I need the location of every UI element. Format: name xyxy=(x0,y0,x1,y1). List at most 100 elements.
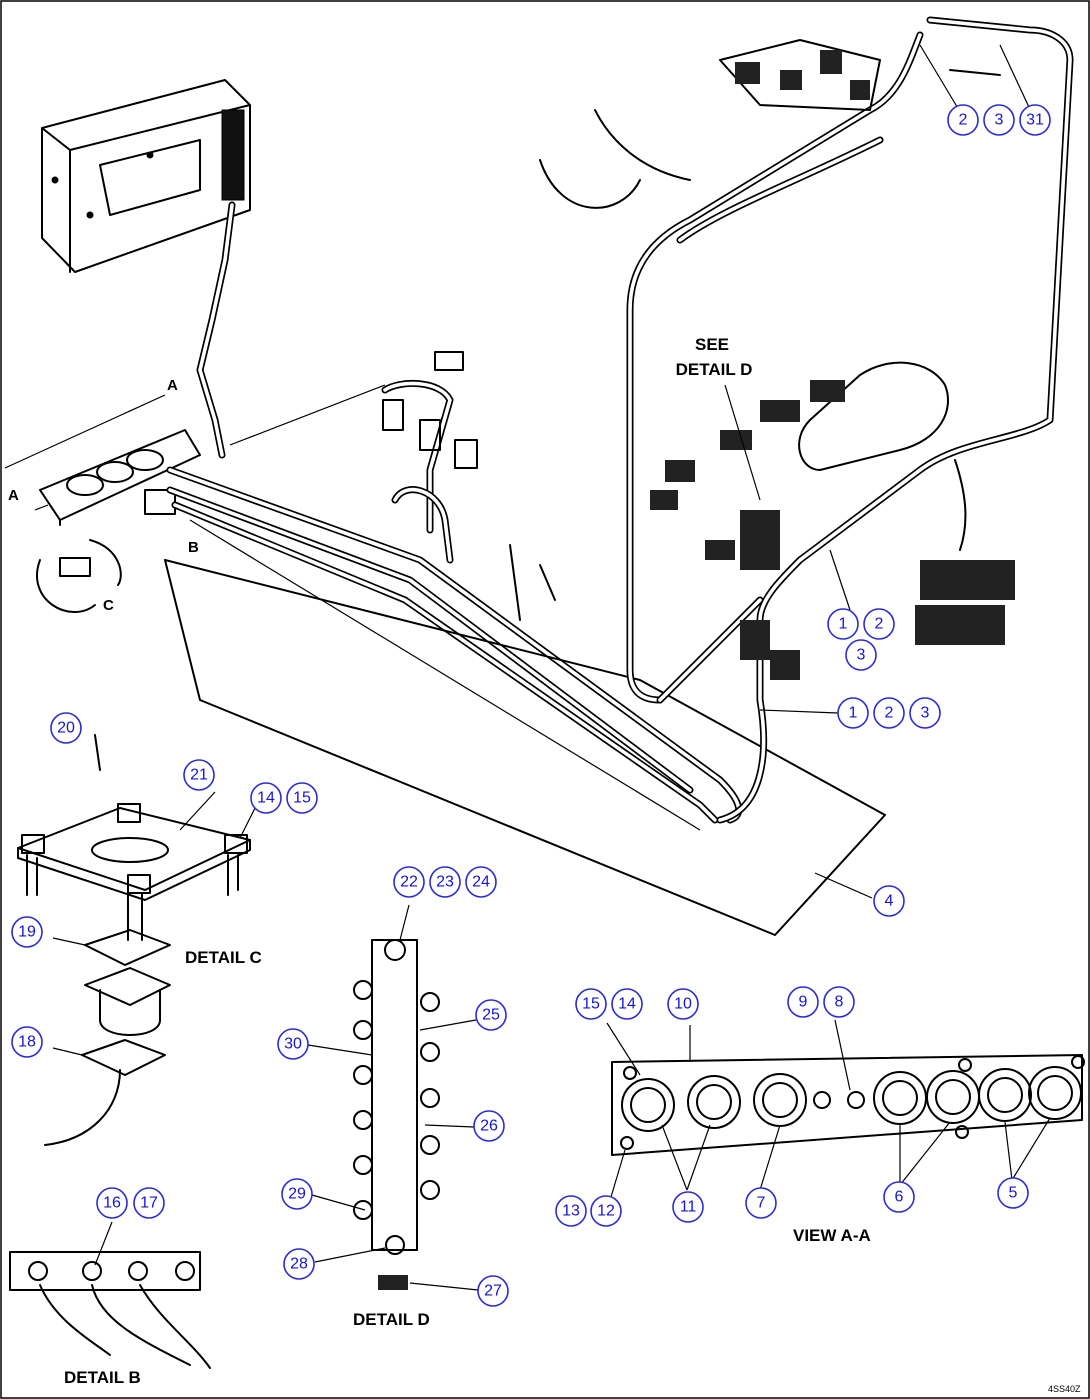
svg-text:28: 28 xyxy=(290,1256,308,1273)
svg-text:19: 19 xyxy=(18,924,36,941)
callout-23[interactable]: 23 xyxy=(429,866,461,898)
right-connector-group xyxy=(915,459,1015,645)
svg-text:11: 11 xyxy=(680,1199,697,1216)
detail-c-mount xyxy=(17,734,251,1146)
svg-text:3: 3 xyxy=(857,647,866,664)
svg-text:14: 14 xyxy=(257,790,275,807)
svg-text:5: 5 xyxy=(1009,1185,1018,1202)
callout-14-aa[interactable]: 14 xyxy=(611,988,643,1020)
detail-d-label: DETAIL D xyxy=(353,1310,430,1329)
callout-24[interactable]: 24 xyxy=(465,866,497,898)
callout-10[interactable]: 10 xyxy=(667,988,699,1020)
svg-text:12: 12 xyxy=(597,1203,615,1220)
svg-text:29: 29 xyxy=(288,1186,306,1203)
svg-text:15: 15 xyxy=(582,996,600,1013)
svg-text:24: 24 xyxy=(472,874,490,891)
svg-text:7: 7 xyxy=(757,1195,766,1212)
section-b-label: B xyxy=(188,539,199,556)
center-connectors xyxy=(382,351,478,469)
callout-8[interactable]: 8 xyxy=(823,986,855,1018)
svg-text:22: 22 xyxy=(400,874,418,891)
svg-text:4: 4 xyxy=(885,893,894,910)
callout-4[interactable]: 4 xyxy=(873,885,905,917)
svg-text:6: 6 xyxy=(895,1189,904,1206)
svg-text:14: 14 xyxy=(618,996,636,1013)
callout-6[interactable]: 6 xyxy=(883,1181,915,1213)
callout-2-low[interactable]: 2 xyxy=(873,697,905,729)
lower-connector xyxy=(770,650,800,680)
svg-text:8: 8 xyxy=(835,994,844,1011)
callout-15-c[interactable]: 15 xyxy=(286,782,318,814)
callout-9[interactable]: 9 xyxy=(787,986,819,1018)
callout-14-c[interactable]: 14 xyxy=(250,782,282,814)
callout-30[interactable]: 30 xyxy=(277,1028,309,1060)
callout-1-mid[interactable]: 1 xyxy=(827,608,859,640)
section-c-label: C xyxy=(103,597,114,614)
svg-text:16: 16 xyxy=(103,1195,121,1212)
svg-text:3: 3 xyxy=(921,705,930,722)
svg-text:27: 27 xyxy=(484,1283,502,1300)
callout-17[interactable]: 17 xyxy=(133,1187,165,1219)
callout-21[interactable]: 21 xyxy=(183,759,215,791)
see-detail-d-line2: DETAIL D xyxy=(676,360,753,379)
callout-22[interactable]: 22 xyxy=(393,866,425,898)
callout-5[interactable]: 5 xyxy=(997,1177,1029,1209)
callout-1-low[interactable]: 1 xyxy=(837,697,869,729)
view-aa-label: VIEW A-A xyxy=(793,1226,871,1245)
detail-d-terminal-strip xyxy=(353,939,440,1290)
callout-2-mid[interactable]: 2 xyxy=(863,608,895,640)
relay-assembly xyxy=(650,361,949,570)
svg-text:21: 21 xyxy=(190,767,208,784)
connector-bracket xyxy=(39,429,201,526)
callout-29[interactable]: 29 xyxy=(281,1178,313,1210)
callout-7[interactable]: 7 xyxy=(745,1187,777,1219)
svg-text:23: 23 xyxy=(436,874,454,891)
callout-13[interactable]: 13 xyxy=(555,1195,587,1227)
see-detail-d-line1: SEE xyxy=(695,335,729,354)
svg-text:10: 10 xyxy=(674,996,692,1013)
svg-text:3: 3 xyxy=(995,112,1004,129)
svg-text:17: 17 xyxy=(140,1195,158,1212)
callout-3-mid[interactable]: 3 xyxy=(845,639,877,671)
svg-text:30: 30 xyxy=(284,1036,302,1053)
callout-20[interactable]: 20 xyxy=(50,712,82,744)
svg-text:20: 20 xyxy=(57,720,75,737)
callout-15-aa[interactable]: 15 xyxy=(575,988,607,1020)
section-a-left-label: A xyxy=(8,487,19,504)
detail-b-label: DETAIL B xyxy=(64,1368,141,1387)
control-box xyxy=(41,79,251,273)
callout-28[interactable]: 28 xyxy=(283,1248,315,1280)
section-a-top-label: A xyxy=(167,377,178,394)
svg-text:1: 1 xyxy=(849,705,858,722)
callout-2-top[interactable]: 2 xyxy=(947,104,979,136)
callout-3-top[interactable]: 3 xyxy=(983,104,1015,136)
top-connector-cluster xyxy=(539,39,1001,209)
svg-text:13: 13 xyxy=(562,1203,580,1220)
svg-text:26: 26 xyxy=(480,1118,498,1135)
lower-connector xyxy=(740,620,770,660)
svg-text:25: 25 xyxy=(482,1007,500,1024)
callout-25[interactable]: 25 xyxy=(475,999,507,1031)
svg-text:31: 31 xyxy=(1026,112,1044,129)
callout-16[interactable]: 16 xyxy=(96,1187,128,1219)
callout-18[interactable]: 18 xyxy=(11,1026,43,1058)
detail-c-label: DETAIL C xyxy=(185,948,262,967)
svg-text:18: 18 xyxy=(18,1034,36,1051)
callout-19[interactable]: 19 xyxy=(11,916,43,948)
view-aa-panel xyxy=(611,1054,1085,1156)
svg-text:1: 1 xyxy=(839,616,848,633)
callout-31[interactable]: 31 xyxy=(1019,104,1051,136)
detail-b-plate xyxy=(9,1251,211,1369)
callout-26[interactable]: 26 xyxy=(473,1110,505,1142)
svg-text:15: 15 xyxy=(293,790,311,807)
figure-id: 4SS40Z xyxy=(1048,1384,1081,1394)
svg-text:2: 2 xyxy=(885,705,894,722)
callout-11[interactable]: 11 xyxy=(672,1191,704,1223)
callout-27[interactable]: 27 xyxy=(477,1275,509,1307)
svg-text:2: 2 xyxy=(875,616,884,633)
callout-3-low[interactable]: 3 xyxy=(909,697,941,729)
callout-12[interactable]: 12 xyxy=(590,1195,622,1227)
